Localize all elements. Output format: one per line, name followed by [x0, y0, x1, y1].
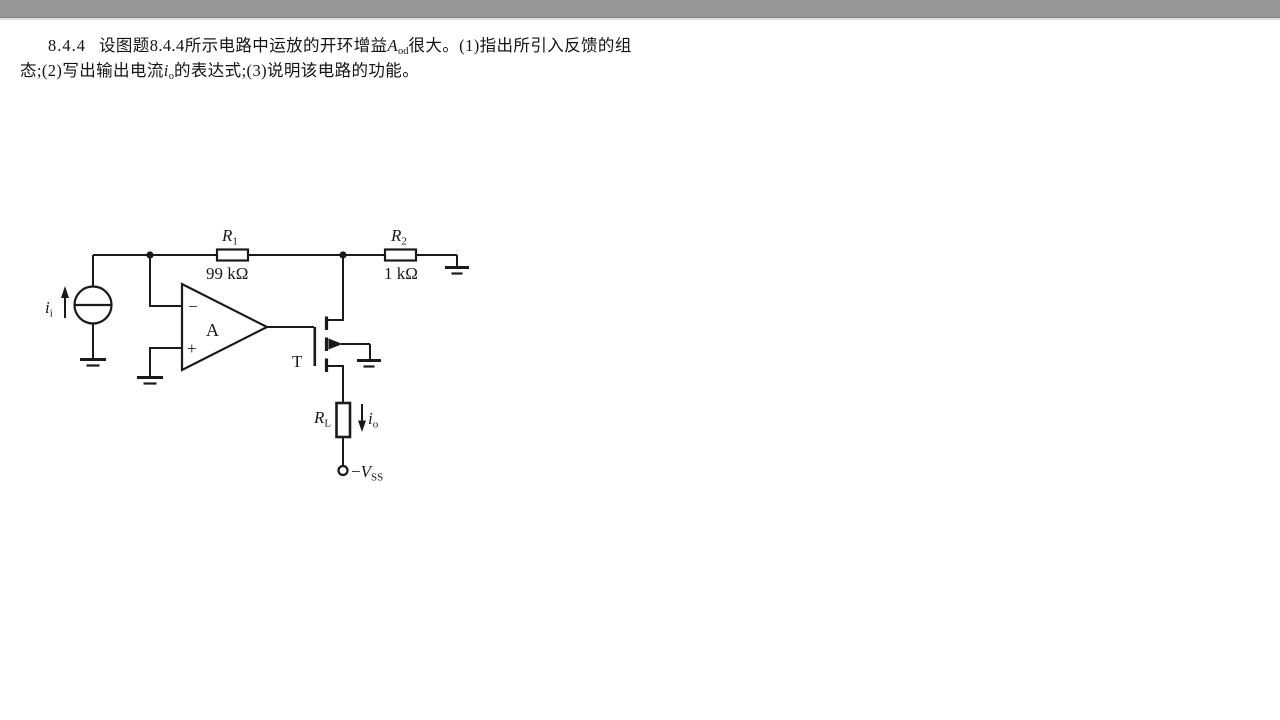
junction-dot-node-a — [146, 251, 154, 259]
problem-line1-end: 很大。(1)指出所引入反馈的组 — [408, 36, 632, 55]
problem-number: 8.4.4 — [48, 36, 86, 55]
resistor-r1-label: R1 — [221, 226, 238, 248]
resistor-r1-body — [215, 248, 250, 262]
resistor-r2-label: R2 — [390, 226, 407, 248]
resistor-r2-body — [383, 248, 418, 262]
resistor-r1: R1 99 kΩ — [206, 226, 250, 283]
problem-line2-end: 的表达式;(3)说明该电路的功能。 — [173, 61, 420, 80]
load-resistor-label: RL — [313, 408, 331, 430]
resistor-r2-value: 1 kΩ — [384, 264, 418, 283]
ground-symbols — [80, 255, 469, 385]
load-resistor: RL — [313, 401, 352, 439]
problem-line1-text: 设图题8.4.4所示电路中运放的开环增益 — [99, 36, 388, 55]
opamp-triangle — [180, 282, 270, 372]
wire-inverting-input — [149, 255, 182, 307]
wire-noninverting-input — [149, 347, 182, 377]
output-current-subscript: o — [168, 71, 174, 82]
problem-text-line1: 8.4.4 设图题8.4.4所示电路中运放的开环增益Aod很大。(1)指出所引入反… — [48, 36, 632, 62]
opamp: − + A — [180, 282, 270, 372]
output-current-symbol: i — [163, 61, 169, 80]
negative-supply-terminal: −VSS — [337, 462, 383, 484]
opamp-gain-label: A — [206, 320, 219, 340]
junction-dot-node-b — [339, 251, 347, 259]
terminal-circle — [337, 464, 349, 477]
mosfet-body-arrow — [328, 338, 370, 350]
negative-supply-label: −VSS — [351, 462, 383, 484]
problem-line2-start: 态;(2)写出输出电流 — [20, 61, 164, 80]
resistor-r1-value: 99 kΩ — [206, 264, 248, 283]
load-resistor-body — [335, 401, 352, 439]
mosfet: T — [292, 316, 370, 372]
ground-current-source — [80, 323, 106, 367]
resistor-r2: R2 1 kΩ — [383, 226, 418, 283]
wire-drain-to-node — [328, 256, 344, 321]
ground-r2 — [445, 255, 469, 275]
wires — [93, 254, 457, 466]
output-current-arrow: io — [358, 404, 379, 432]
output-current-label: io — [368, 409, 379, 431]
open-loop-gain-subscript: od — [397, 46, 409, 57]
ground-noninverting-input — [137, 376, 163, 385]
input-current-arrow — [61, 286, 69, 318]
opamp-minus-sign: − — [188, 297, 198, 316]
mosfet-label: T — [292, 352, 303, 371]
ground-mosfet-body — [357, 344, 381, 368]
input-current-label: ii — [45, 298, 53, 320]
current-source: ii — [45, 255, 113, 325]
problem-text-line2: 态;(2)写出输出电流io的表达式;(3)说明该电路的功能。 — [20, 61, 419, 87]
wire-source-to-load — [328, 365, 344, 403]
video-letterbox-bar — [0, 0, 1280, 18]
open-loop-gain-symbol: A — [387, 36, 398, 55]
opamp-plus-sign: + — [187, 339, 197, 358]
